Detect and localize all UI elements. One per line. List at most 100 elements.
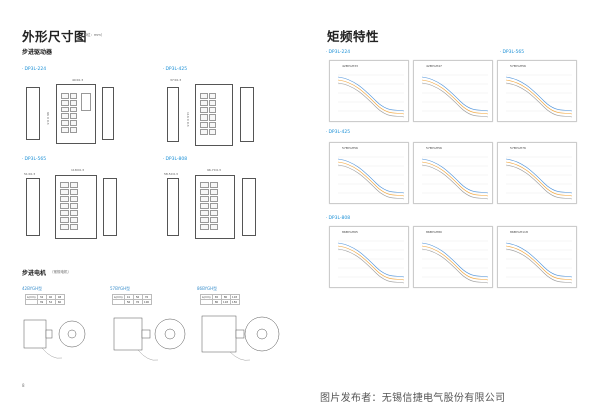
- chart-title: 57BYGH56: [342, 146, 358, 150]
- torque-chart: 57BYGH76: [497, 142, 577, 204]
- table-cell: [200, 299, 213, 305]
- series-line: [421, 164, 489, 200]
- chart-title: 42BYGH33: [342, 64, 358, 68]
- series-line: [505, 76, 573, 112]
- series-line: [421, 82, 489, 118]
- unit-label: （单位：mm）: [80, 33, 105, 37]
- driver-model-label: DP3L-425: [326, 130, 350, 135]
- torque-chart: 86BYGH80: [413, 226, 493, 288]
- table-cell: 52: [45, 299, 56, 305]
- series-line: [337, 248, 405, 284]
- width-dimension: 58.5±0.3: [164, 172, 178, 176]
- chart-title: 57BYGH56: [426, 146, 442, 150]
- driver-side-view: [26, 87, 40, 140]
- series-line: [505, 248, 573, 284]
- series-line: [337, 164, 405, 200]
- series-line: [505, 79, 573, 115]
- torque-chart: 42BYGH33: [329, 60, 409, 122]
- driver-front-view: [55, 175, 97, 239]
- torque-chart: 57BYGH56: [329, 142, 409, 204]
- height-dimension: 116±0.3: [186, 112, 190, 127]
- driver-rear-view: [103, 178, 117, 236]
- driver-model-label: DP3L-224: [22, 67, 46, 72]
- driver-model-label: DP3L-808: [163, 157, 187, 162]
- motor-model-label: 57BYGH型: [110, 286, 131, 291]
- driver-rear-view: [242, 178, 256, 236]
- torque-chart: 57BYGH56: [497, 60, 577, 122]
- drivers-heading: 步进驱动器: [22, 49, 53, 56]
- driver-front-view: [56, 84, 96, 144]
- series-line: [505, 161, 573, 197]
- torque-chart: 42BYGH47: [413, 60, 493, 122]
- driver-side-view: [167, 178, 179, 236]
- table-cell: 76: [132, 299, 143, 305]
- width-dimension: 37±0.3: [170, 78, 182, 82]
- series-line: [421, 161, 489, 197]
- page-title-dimensions: 外形尺寸图: [22, 29, 88, 44]
- publisher-watermark: 图片发布者：无锡信捷电气股份有限公司: [320, 393, 506, 404]
- driver-side-view: [167, 87, 179, 142]
- height-dimension: 96±0.3: [46, 112, 50, 125]
- series-line: [505, 242, 573, 278]
- driver-rear-view: [102, 87, 114, 140]
- motor-model-label: 42BYGH型: [22, 286, 43, 291]
- table-cell: 56: [123, 299, 134, 305]
- driver-model-label: DP3L-224: [326, 50, 350, 55]
- driver-side-view: [26, 178, 40, 236]
- series-line: [337, 242, 405, 278]
- series-line: [421, 248, 489, 284]
- series-line: [337, 245, 405, 281]
- page-number: 8: [22, 383, 25, 388]
- series-line: [421, 245, 489, 281]
- driver-front-view: [195, 84, 233, 146]
- driver-model-label: DP3L-565: [500, 50, 524, 55]
- torque-chart: 57BYGH56: [413, 142, 493, 204]
- height-dimension: 118±0.3: [71, 168, 85, 172]
- series-line: [337, 158, 405, 194]
- table-cell: 156: [229, 299, 240, 305]
- series-line: [505, 82, 573, 118]
- torque-chart: 86BYGH118: [497, 226, 577, 288]
- driver-model-label: DP3L-425: [163, 67, 187, 72]
- chart-title: 86BYGH65: [342, 230, 358, 234]
- series-line: [421, 76, 489, 112]
- series-line: [421, 242, 489, 278]
- chart-title: 86BYGH118: [510, 230, 528, 234]
- series-line: [421, 79, 489, 115]
- motors-heading: 步进电机: [22, 270, 47, 277]
- torque-chart: 86BYGH65: [329, 226, 409, 288]
- table-cell: 39: [36, 299, 47, 305]
- table-cell: 118: [220, 299, 231, 305]
- series-line: [337, 161, 405, 197]
- chart-title: 57BYGH56: [510, 64, 526, 68]
- series-line: [337, 82, 405, 118]
- chart-title: 42BYGH47: [426, 64, 442, 68]
- series-line: [505, 158, 573, 194]
- series-line: [421, 158, 489, 194]
- width-dimension: 51±0.3: [24, 172, 36, 176]
- series-line: [337, 79, 405, 115]
- table-cell: 60: [54, 299, 65, 305]
- table-cell: [25, 299, 38, 305]
- motors-note: （常规电机）: [50, 270, 71, 274]
- series-line: [337, 76, 405, 112]
- driver-model-label: DP3L-565: [22, 157, 46, 162]
- driver-front-view: [195, 175, 235, 239]
- driver-rear-view: [240, 87, 254, 142]
- chart-title: 86BYGH80: [426, 230, 442, 234]
- motor-drawings: [23, 315, 280, 361]
- motor-model-label: 86BYGH型: [197, 286, 218, 291]
- height-dimension: 96.7±0.3: [207, 168, 221, 172]
- table-cell: 80: [211, 299, 222, 305]
- table-cell: [112, 299, 125, 305]
- page-title-torque: 矩频特性: [327, 29, 380, 44]
- series-line: [505, 245, 573, 281]
- series-line: [505, 164, 573, 200]
- width-dimension: 40±0.3: [72, 78, 84, 82]
- driver-model-label: DP3L-808: [326, 216, 350, 221]
- table-cell: 100: [141, 299, 152, 305]
- chart-title: 57BYGH76: [510, 146, 526, 150]
